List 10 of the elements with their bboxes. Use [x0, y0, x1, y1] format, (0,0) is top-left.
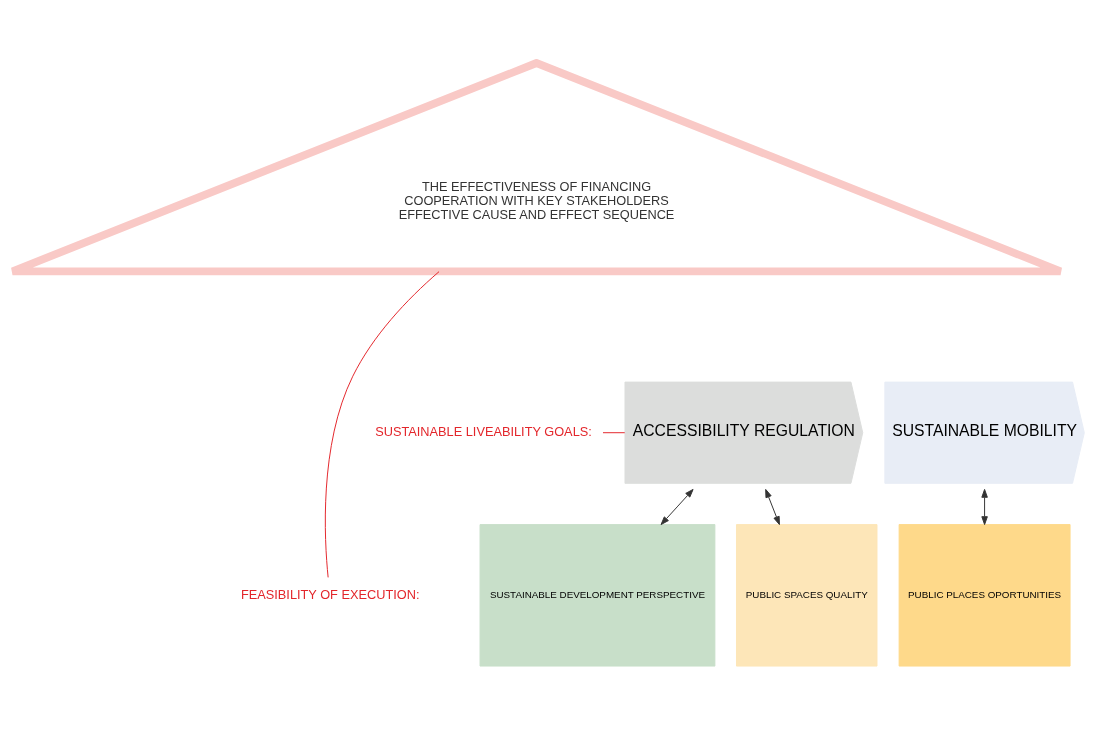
arrow	[765, 488, 780, 526]
node-text: FEASIBILITY OF EXECUTION:	[240, 586, 420, 602]
arrow	[981, 488, 988, 526]
node-text: SUSTAINABLE LIVEABILITY GOALS:	[375, 424, 592, 440]
connector	[602, 432, 626, 434]
node-box: SUSTAINABLE DEVELOPMENT PERSPECTIVE	[479, 524, 716, 667]
node-box: PUBLIC PLACES OPORTUNITIES	[898, 524, 1071, 667]
connector	[324, 271, 440, 578]
node-box: PUBLIC SPACES QUALITY	[736, 524, 878, 667]
arrow	[660, 488, 694, 526]
